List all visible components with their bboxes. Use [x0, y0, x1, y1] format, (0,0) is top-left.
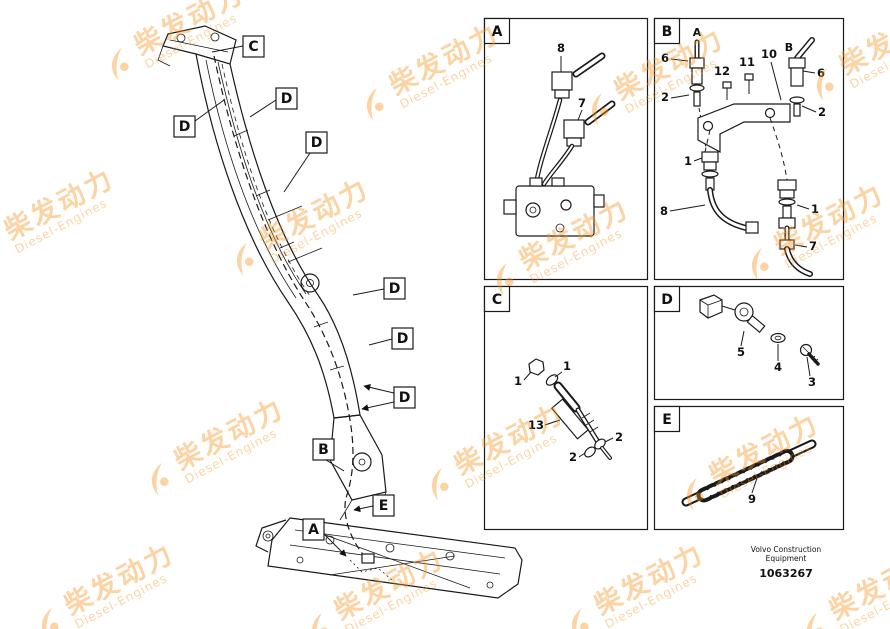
- part-label-7: 7: [809, 239, 817, 253]
- panel-d-drawing: 5 4 3: [699, 294, 820, 389]
- panel-a-drawing: 8 7: [503, 41, 616, 237]
- panel-letter: C: [492, 292, 502, 308]
- callout-a: A: [302, 518, 325, 541]
- callout-label: B: [318, 442, 329, 458]
- part-label-2r: 2: [818, 105, 826, 119]
- part-label-9: 9: [748, 492, 756, 506]
- callout-d3: D: [305, 131, 328, 154]
- panel-b-drawing: A B 6 2 12 11 10: [660, 26, 826, 277]
- main-boom-view: C D D D D D D: [157, 25, 523, 599]
- callouts: C D D D D D D: [173, 35, 416, 541]
- hose-run: [213, 55, 375, 564]
- part-label-4: 4: [774, 360, 782, 374]
- callout-e: E: [372, 494, 395, 517]
- callout-label: E: [379, 498, 389, 514]
- sub-label-a: A: [693, 26, 702, 39]
- panel-letter: B: [662, 24, 673, 40]
- callout-d1: D: [275, 87, 298, 110]
- part-label-13: 13: [528, 418, 544, 432]
- panel-letter: A: [492, 24, 503, 40]
- part-label-5: 5: [737, 345, 745, 359]
- panel-letter: E: [662, 412, 672, 428]
- panel-a: A 8 7: [483, 17, 649, 281]
- part-label-3: 3: [808, 375, 816, 389]
- part-label-8: 8: [557, 41, 565, 55]
- undercarriage-frame: [255, 517, 523, 599]
- callout-d2: D: [173, 115, 196, 138]
- part-label-1r: 1: [811, 202, 819, 216]
- part-label-6r: 6: [817, 66, 825, 80]
- callout-label: D: [311, 135, 323, 151]
- document-number: 1063267: [759, 567, 813, 580]
- callout-label: D: [397, 331, 409, 347]
- footer: Volvo Construction Equipment 1063267: [751, 545, 822, 580]
- part-label-1l: 1: [684, 154, 692, 168]
- callout-d4: D: [383, 277, 406, 300]
- part-label-8: 8: [660, 204, 668, 218]
- callout-b: B: [312, 438, 335, 461]
- panel-c: C 1 1 13 2 2: [483, 285, 649, 531]
- callout-label: A: [308, 522, 319, 538]
- callout-label: D: [179, 119, 191, 135]
- callout-d6: D: [393, 386, 416, 409]
- brand-line1: Volvo Construction: [751, 545, 822, 554]
- part-label-10: 10: [761, 47, 777, 61]
- panel-e-drawing: 9: [681, 439, 817, 507]
- callout-label: D: [281, 91, 293, 107]
- callout-c: C: [242, 35, 265, 58]
- callout-d5: D: [391, 327, 414, 350]
- part-label-11: 11: [739, 55, 755, 69]
- sub-label-b: B: [785, 41, 793, 54]
- part-label-7: 7: [578, 96, 586, 110]
- panel-d: D 5 4 3: [653, 285, 845, 401]
- callout-label: C: [248, 39, 258, 55]
- part-label-1b: 1: [514, 374, 522, 388]
- part-label-2a: 2: [615, 430, 623, 444]
- callout-label: D: [399, 390, 411, 406]
- panel-b: B A B 6 2 12 11 10: [653, 17, 845, 281]
- callout-leaders: [194, 45, 395, 557]
- callout-label: D: [389, 281, 401, 297]
- part-label-6l: 6: [661, 51, 669, 65]
- panel-letter: D: [661, 292, 673, 308]
- brand-line2: Equipment: [766, 554, 807, 563]
- boom-body: [195, 53, 361, 419]
- part-label-2l: 2: [661, 90, 669, 104]
- part-label-2b: 2: [569, 450, 577, 464]
- panel-c-drawing: 1 1 13 2 2: [514, 358, 623, 464]
- part-label-1a: 1: [563, 359, 571, 373]
- panel-e: E 9: [653, 405, 845, 531]
- part-label-12: 12: [714, 64, 730, 78]
